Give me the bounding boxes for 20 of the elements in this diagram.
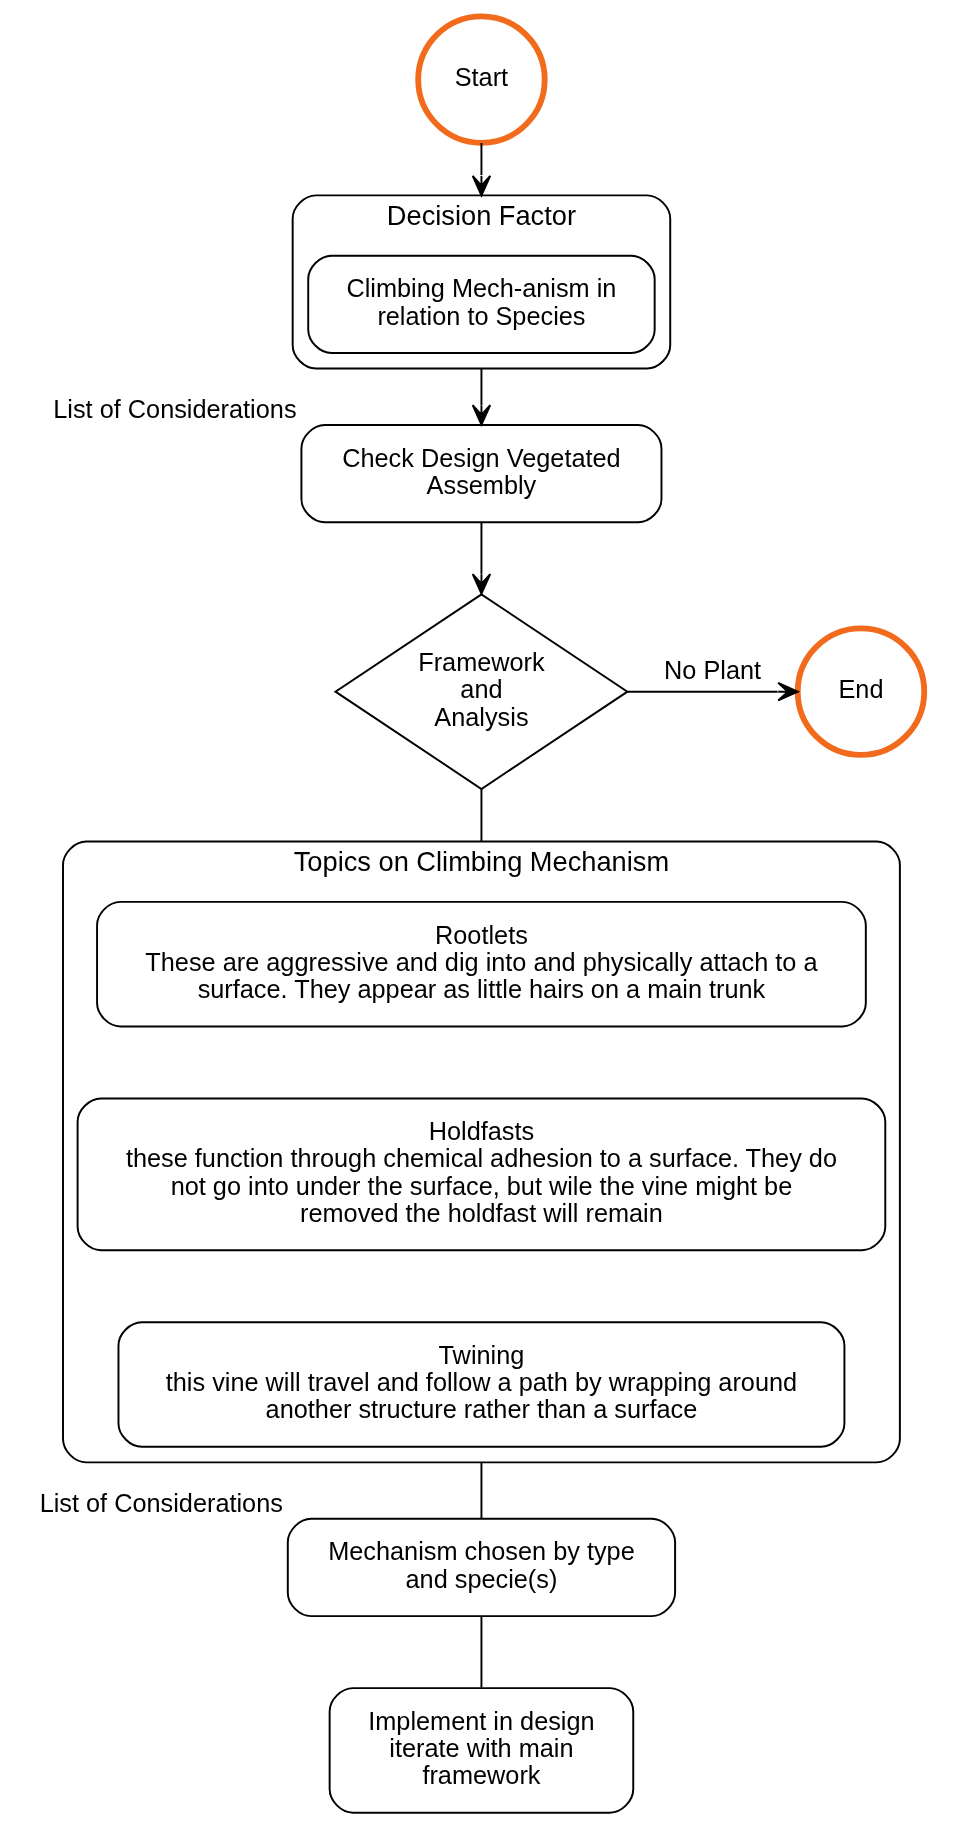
- node-box: Rootlets These are aggressive and dig into and physically attach to a surface. They appear as little hairs on a main trunk: [96, 900, 867, 1028]
- node-diamond: Framework and Analysis: [333, 593, 630, 791]
- arrow: [471, 367, 492, 426]
- node-circle: End: [794, 625, 928, 758]
- node-box: Implement in design iterate with main framework: [328, 1687, 635, 1814]
- arrow: [471, 521, 492, 595]
- connector: [480, 1615, 483, 1689]
- node-box: Twining this vine will travel and follow a path by wrapping around another structure rather than a surface: [117, 1321, 846, 1448]
- node-label: List of Considerations: [53, 395, 297, 424]
- arrow: [626, 681, 799, 702]
- node-box: Check Design Vegetated Assembly: [300, 424, 663, 524]
- connector: [480, 788, 483, 843]
- node-box: Mechanism chosen by type and specie(s): [286, 1517, 677, 1618]
- arrow: [471, 142, 492, 197]
- connector: [480, 1461, 483, 1520]
- edge-label: No Plant: [664, 655, 762, 684]
- node-box: Holdfasts these function through chemical adhesion to a surface. They do not go into under the surface, but wile the vine might be removed the holdfast will remain: [76, 1097, 887, 1252]
- node-box: Climbing Mech-anism in relation to Species: [307, 254, 656, 354]
- node-label: List of Considerations: [39, 1488, 283, 1517]
- node-circle: Start: [415, 13, 548, 146]
